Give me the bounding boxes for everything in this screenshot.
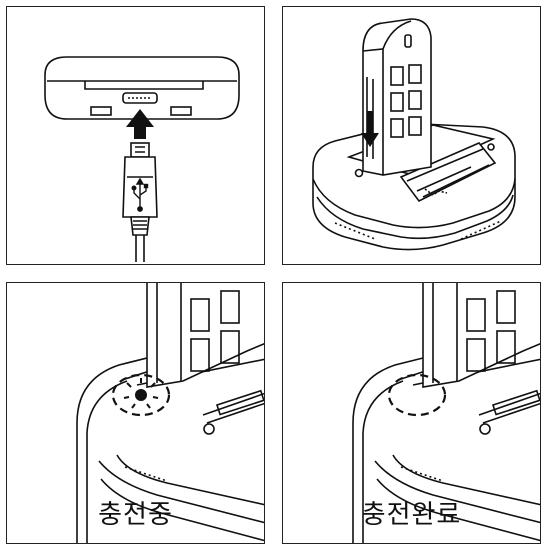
usb-connect-illustration: [44, 56, 240, 262]
charge-complete-caption: 충전완료: [361, 500, 462, 530]
led-off-icon: [387, 373, 447, 417]
charge-complete-illustration: [352, 283, 540, 543]
panel-insert-battery: [282, 6, 541, 265]
down-arrow-icon: [361, 111, 379, 147]
charging-caption: 충전중: [98, 500, 173, 530]
usb-symbol-icon: [131, 177, 149, 212]
led-lit-icon: [111, 373, 171, 417]
insert-battery-illustration: [312, 18, 516, 251]
panel-charging: 충전중: [6, 282, 265, 544]
panel-connect-usb: [6, 6, 265, 265]
panel-charge-complete: 충전완료: [282, 282, 541, 544]
charging-illustration: [76, 283, 264, 543]
up-arrow-icon: [126, 109, 154, 139]
